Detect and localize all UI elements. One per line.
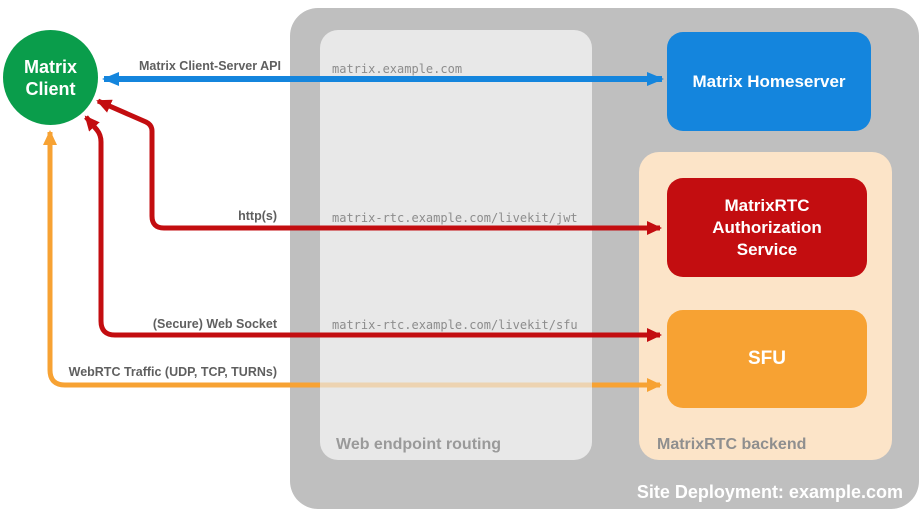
web-endpoint-routing-label: Web endpoint routing: [336, 436, 502, 453]
matrix-client-label: Matrix Client: [23, 56, 77, 99]
endpoint-text-auth: matrix-rtc.example.com/livekit/jwt: [332, 211, 578, 225]
http-arrow-label: http(s): [238, 209, 277, 223]
sfu-node: SFU: [667, 310, 867, 408]
matrix-homeserver-label: Matrix Homeserver: [692, 71, 846, 91]
matrix-homeserver-node: Matrix Homeserver: [667, 32, 871, 131]
client-server-api-arrow-label: Matrix Client-Server API: [139, 59, 281, 73]
matrixrtc-authorization-service-label: MatrixRTC Authorization Service: [712, 195, 822, 259]
site-deployment-label: Site Deployment: example.com: [636, 482, 903, 502]
endpoint-text-homeserver: matrix.example.com: [332, 62, 463, 76]
matrixrtc-backend-label: MatrixRTC backend: [657, 436, 807, 453]
matrix-client-node: Matrix Client: [3, 30, 98, 125]
matrixrtc-authorization-service-node: MatrixRTC Authorization Service: [667, 178, 867, 277]
websocket-arrow-label: (Secure) Web Socket: [152, 317, 277, 331]
sfu-label: SFU: [748, 348, 786, 369]
endpoint-text-sfu: matrix-rtc.example.com/livekit/sfu: [332, 318, 578, 332]
web-endpoint-routing-box: [320, 30, 592, 460]
webrtc-arrow-label: WebRTC Traffic (UDP, TCP, TURNs): [68, 365, 277, 379]
webrtc-arrow-segment-left: [43, 130, 320, 388]
